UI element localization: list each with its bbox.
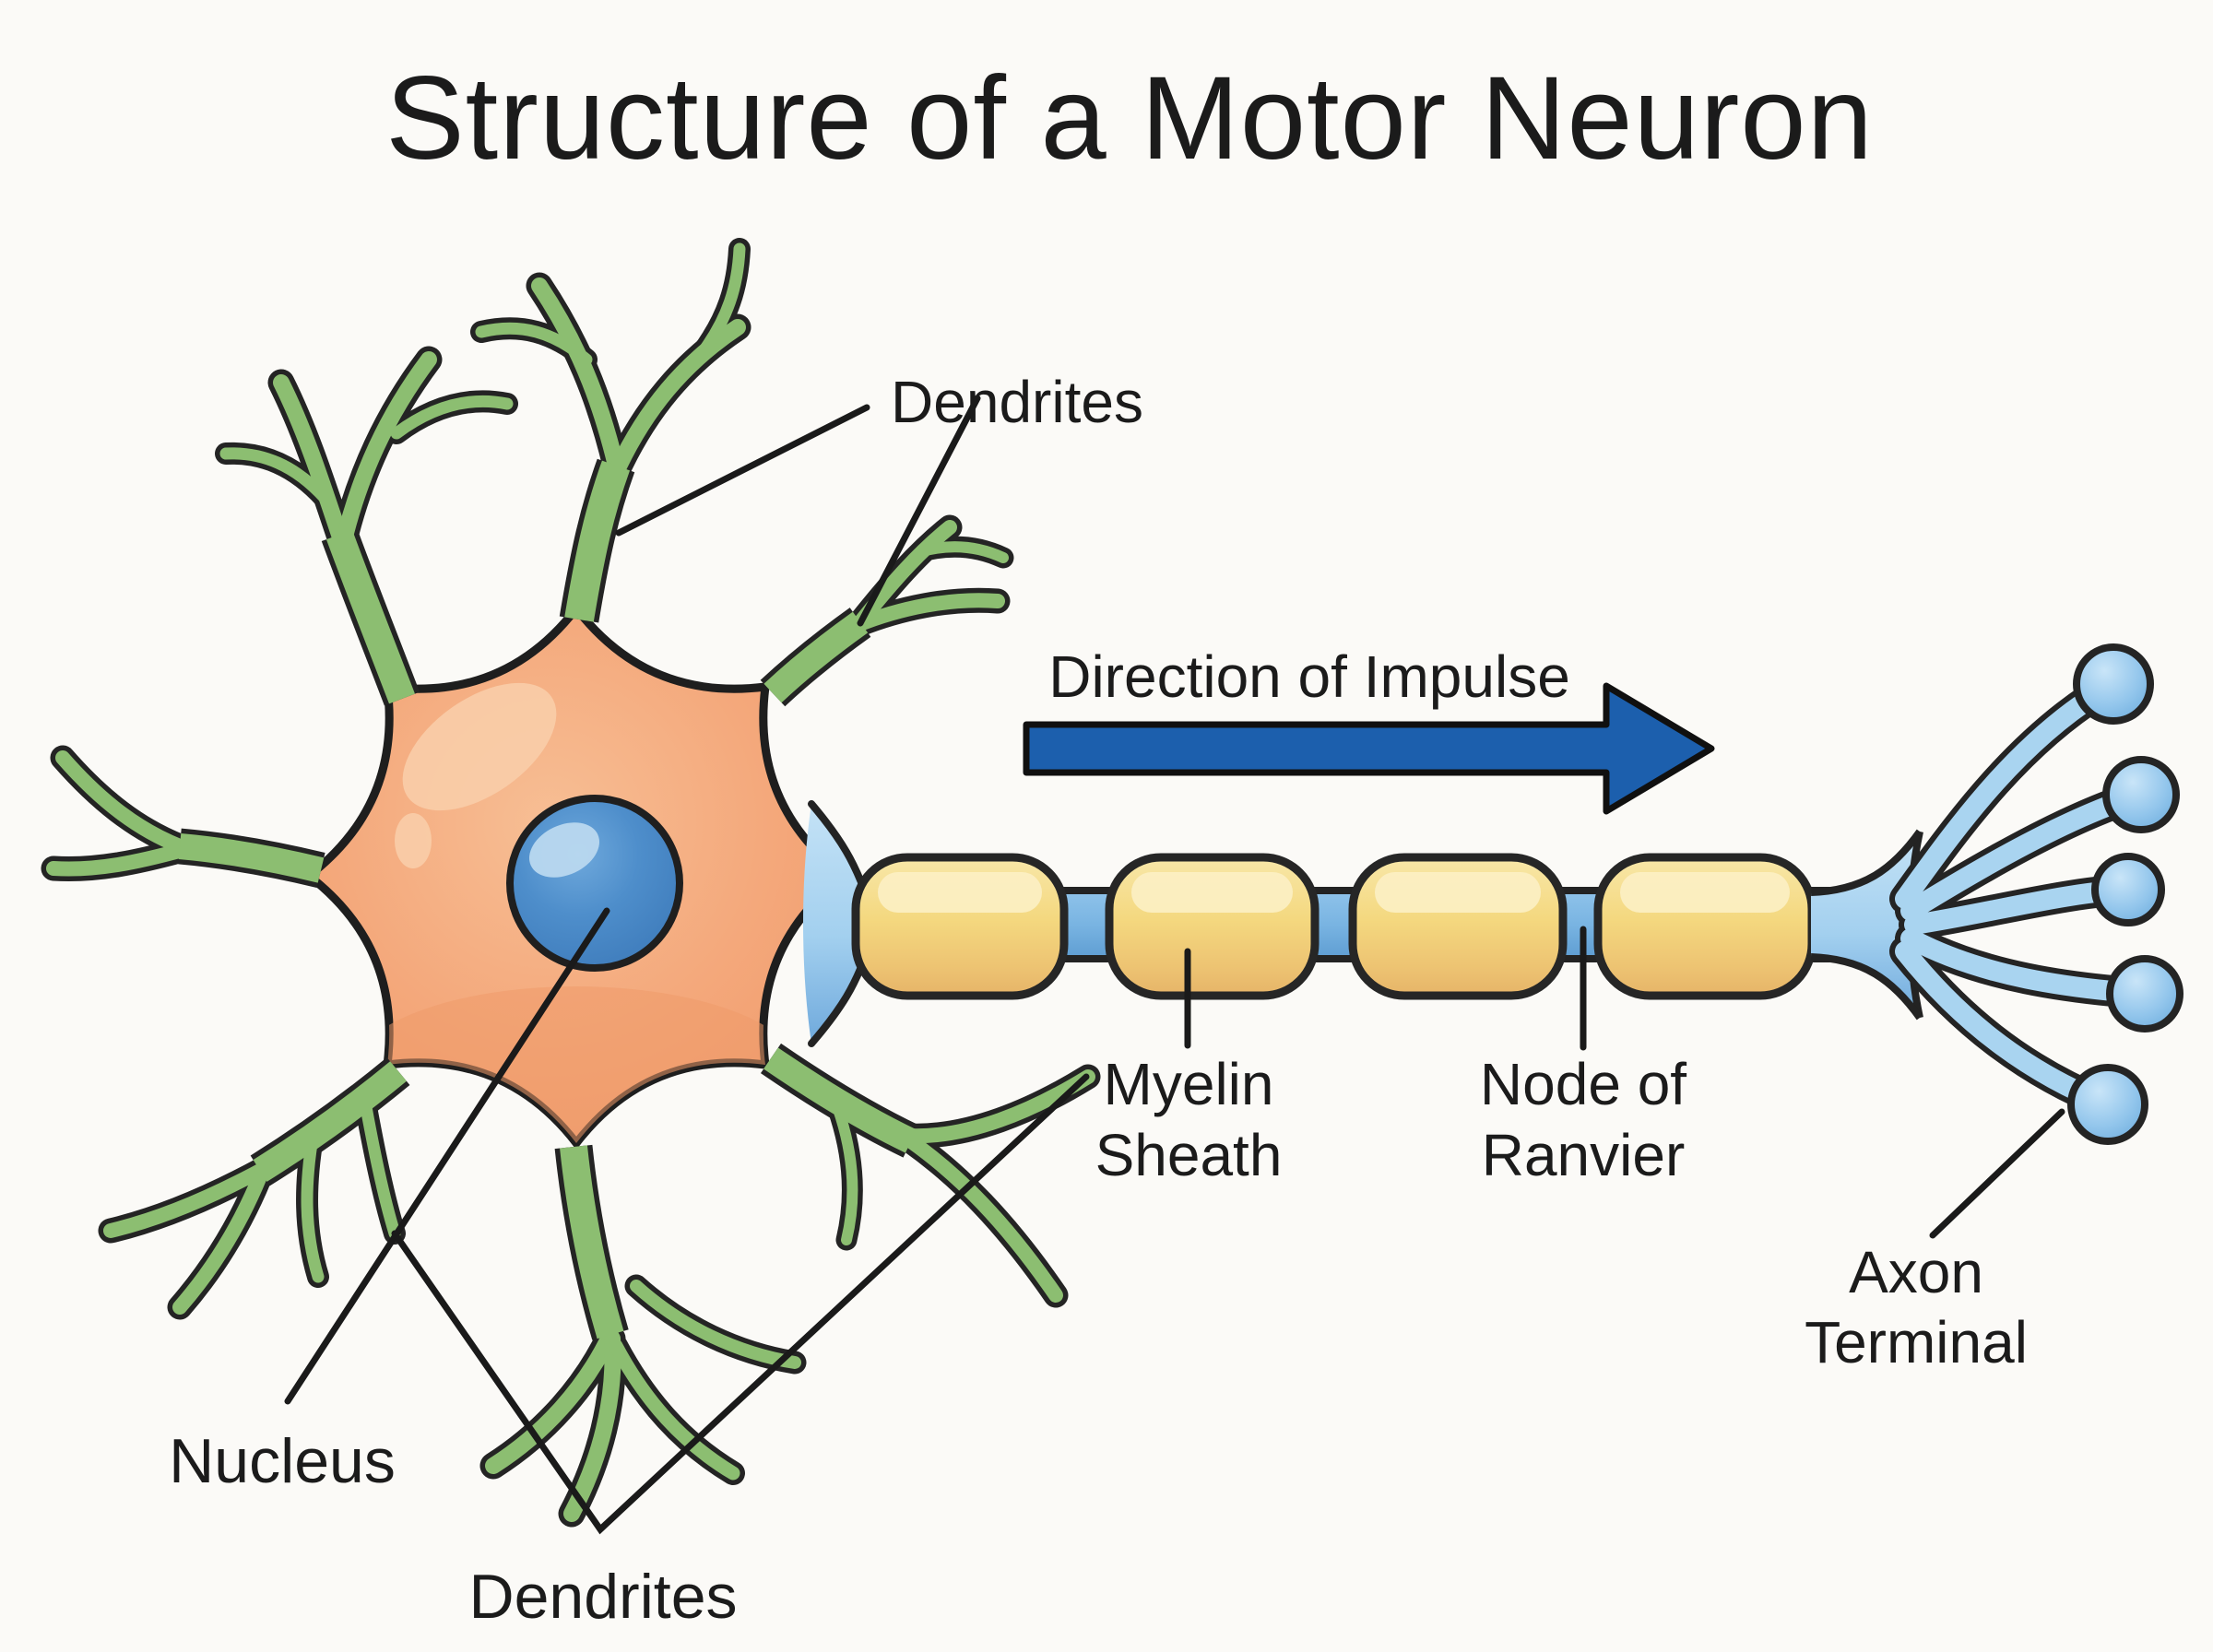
leader-dendrites-bottom <box>391 1073 1090 1535</box>
label-node-of-ranvier-line2: Ranvier <box>1482 1122 1686 1188</box>
label-dendrites-bottom: Dendrites <box>468 1562 737 1632</box>
nucleus <box>506 795 683 972</box>
soma-highlight <box>402 682 557 811</box>
label-axon-terminal-line1: Axon <box>1849 1239 1983 1305</box>
axon-terminal <box>1810 643 2183 1145</box>
label-axon-terminal-line2: Terminal <box>1805 1309 2028 1375</box>
label-direction-of-impulse: Direction of Impulse <box>1048 643 1570 710</box>
label-node-of-ranvier-line1: Node of <box>1480 1051 1686 1117</box>
label-myelin-sheath-line2: Sheath <box>1095 1122 1283 1188</box>
axon-hillock <box>803 800 869 1047</box>
dendrites <box>46 242 1095 1522</box>
myelin-segment-2 <box>1105 853 1320 1000</box>
myelin-segment-3 <box>1348 853 1568 1000</box>
leader-nucleus <box>284 907 610 1405</box>
diagram-title: Structure of a Motor Neuron <box>385 53 1874 184</box>
myelin-segment-4 <box>1593 853 1817 1000</box>
soma-highlight-small <box>395 813 432 868</box>
leader-dendrites-top-left <box>615 404 870 537</box>
leader-axon-terminal <box>1929 1108 2065 1239</box>
soma-bottom-shade <box>350 986 802 1143</box>
label-myelin-sheath-line1: Myelin <box>1104 1051 1274 1117</box>
terminal-knobs <box>2067 643 2183 1145</box>
nucleus-highlight <box>528 822 600 878</box>
impulse-arrow <box>1023 682 1715 815</box>
leader-dendrites-top-right <box>857 395 981 627</box>
leader-lines <box>284 395 2065 1535</box>
myelin-segment-1 <box>851 853 1069 1000</box>
label-dendrites-top: Dendrites <box>891 369 1143 435</box>
label-nucleus: Nucleus <box>169 1426 396 1496</box>
nucleus-body <box>506 795 683 972</box>
terminal-flare <box>1811 832 1920 1018</box>
